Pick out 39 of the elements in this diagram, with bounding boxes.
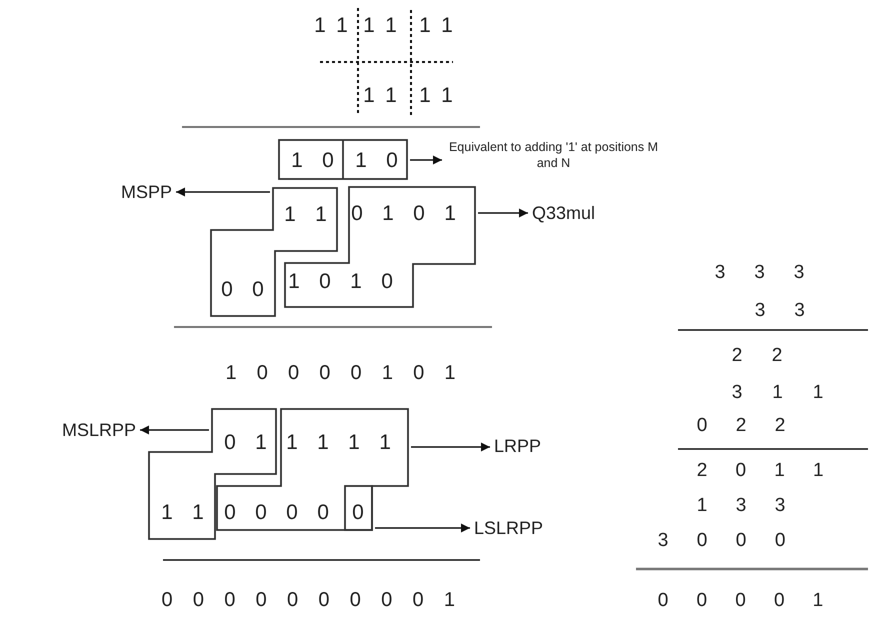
digit-row: 1 1 [419,14,453,36]
digit-row: 0 0 0 0 [224,502,329,522]
digit-row: 3 0 0 0 [658,530,786,550]
arrow [410,156,442,164]
digit-row: 1 0 1 0 [288,270,393,292]
arrow [478,208,528,218]
digit-row: 0 1 0 1 [351,202,456,224]
arrow [411,442,490,452]
arrow [140,426,209,434]
digit-row: 0 0 [221,278,264,300]
digit-row: 3 3 3 [714,262,804,282]
digit-row: 1 0 [355,150,398,170]
digit-row: 1 1 [419,84,453,106]
arrow [375,524,470,532]
digit-row: 1 1 [363,84,397,106]
digit-row: 0 1 [224,432,267,452]
annotation-text: Equivalent to adding '1' at positions M and N [446,139,661,172]
digit-row: 1 0 0 0 0 1 0 1 [225,363,456,383]
digit-row: 0 2 2 [696,416,786,434]
term-label: Q33mul [532,202,596,226]
term-label: MSPP [121,181,172,204]
digit-row: 1 1 1 1 [286,432,391,452]
term-label: MSLRPP [62,419,136,442]
digit-row: 0 0 0 0 0 0 0 0 0 1 [161,590,455,610]
term-label: LSLRPP [474,517,544,540]
digit-row: 0 [352,502,364,522]
digit-row: 1 1 [284,204,327,224]
digit-row: 1 0 [291,150,334,170]
digit-row: 1 3 3 [696,496,786,514]
digit-row: 0 0 0 0 1 [658,590,824,610]
digit-row: 1 1 [314,14,348,36]
digit-row: 3 3 [754,300,805,320]
digit-row: 1 1 [363,14,397,36]
digit-row: 3 1 1 [732,382,824,402]
digit-row: 2 2 [732,346,782,364]
arrow [176,188,270,196]
term-label: LRPP [494,435,542,458]
digit-row: 2 0 1 1 [696,460,824,480]
digit-row: 1 1 [161,502,204,522]
